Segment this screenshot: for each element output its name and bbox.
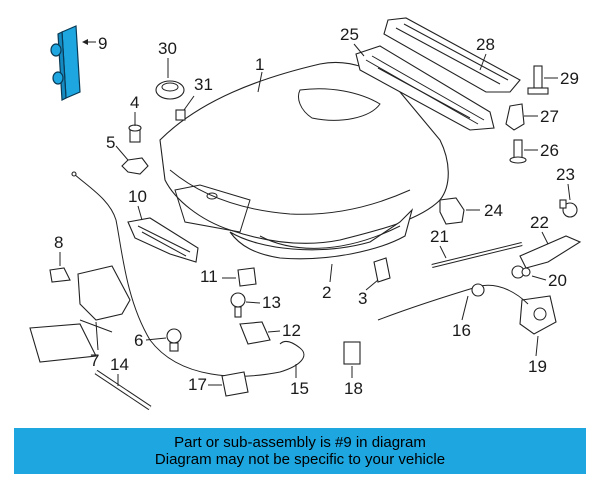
callout-28[interactable]: 28 xyxy=(476,35,495,54)
part-19-latch xyxy=(519,295,557,335)
callout-9[interactable]: 9 xyxy=(98,34,107,53)
callout-20[interactable]: 20 xyxy=(548,271,567,290)
callout-8[interactable]: 8 xyxy=(54,233,63,252)
callout-11[interactable]: 11 xyxy=(200,267,218,286)
part-11-clip xyxy=(237,267,257,287)
callout-31[interactable]: 31 xyxy=(194,75,213,94)
info-banner: Part or sub-assembly is #9 in diagram Di… xyxy=(14,428,586,474)
callout-23[interactable]: 23 xyxy=(556,165,575,184)
part-14-release xyxy=(29,323,152,411)
part-3-bumper xyxy=(373,257,391,283)
callout-19[interactable]: 19 xyxy=(528,357,547,376)
part-20-bushing xyxy=(511,265,531,279)
part-18-block xyxy=(343,341,361,365)
callout-14[interactable]: 14 xyxy=(110,355,129,374)
part-28-cowl xyxy=(383,17,521,93)
callout-25[interactable]: 25 xyxy=(340,25,359,44)
callout-3[interactable]: 3 xyxy=(358,289,367,308)
part-5-nut xyxy=(121,157,149,175)
part-4-bolt xyxy=(128,124,142,143)
callout-26[interactable]: 26 xyxy=(540,141,559,160)
callout-30[interactable]: 30 xyxy=(158,39,177,58)
part-23-fastener xyxy=(559,199,578,218)
part-10-trim xyxy=(127,217,199,263)
callout-2[interactable]: 2 xyxy=(322,283,331,302)
part-6-bolt xyxy=(166,328,182,352)
part-15-cable xyxy=(71,171,305,377)
callout-4[interactable]: 4 xyxy=(130,93,139,112)
callout-labels: 9 1 2 3 4 5 6 7 8 10 11 12 13 14 15 16 1… xyxy=(54,25,579,398)
part-8-clip xyxy=(49,267,71,283)
callout-15[interactable]: 15 xyxy=(290,379,309,398)
part-22-hinge xyxy=(519,235,582,269)
banner-line-2: Diagram may not be specific to your vehi… xyxy=(154,451,446,468)
part-12-bracket xyxy=(239,321,271,345)
callout-18[interactable]: 18 xyxy=(344,379,363,398)
callout-21[interactable]: 21 xyxy=(430,227,449,246)
part-30-grommet xyxy=(155,80,185,100)
part-25-grille xyxy=(355,45,495,131)
part-27-clip xyxy=(505,103,525,131)
part-29-bolt xyxy=(527,65,549,95)
part-2-seal xyxy=(259,225,401,249)
part-17-clip xyxy=(221,371,249,397)
part-26-bolt xyxy=(509,139,527,164)
callout-13[interactable]: 13 xyxy=(262,293,281,312)
callout-7[interactable]: 7 xyxy=(90,351,99,370)
banner-line-1: Part or sub-assembly is #9 in diagram xyxy=(174,434,426,451)
part-7-latch xyxy=(77,265,131,333)
callout-22[interactable]: 22 xyxy=(530,213,549,232)
part-24-bumper xyxy=(439,197,465,225)
part-21-strut xyxy=(431,242,523,268)
part-13-bolt xyxy=(230,292,246,318)
callout-5[interactable]: 5 xyxy=(106,133,115,152)
callout-24[interactable]: 24 xyxy=(484,201,503,220)
callout-16[interactable]: 16 xyxy=(452,321,471,340)
part-9-highlighted[interactable] xyxy=(50,25,96,101)
part-31-clip xyxy=(175,109,186,121)
callout-27[interactable]: 27 xyxy=(540,107,559,126)
callout-12[interactable]: 12 xyxy=(282,321,301,340)
callout-6[interactable]: 6 xyxy=(134,331,143,350)
callout-1[interactable]: 1 xyxy=(255,55,264,74)
callout-10[interactable]: 10 xyxy=(128,187,147,206)
callout-29[interactable]: 29 xyxy=(560,69,579,88)
callout-17[interactable]: 17 xyxy=(188,375,207,394)
part-16-cable xyxy=(377,283,529,321)
